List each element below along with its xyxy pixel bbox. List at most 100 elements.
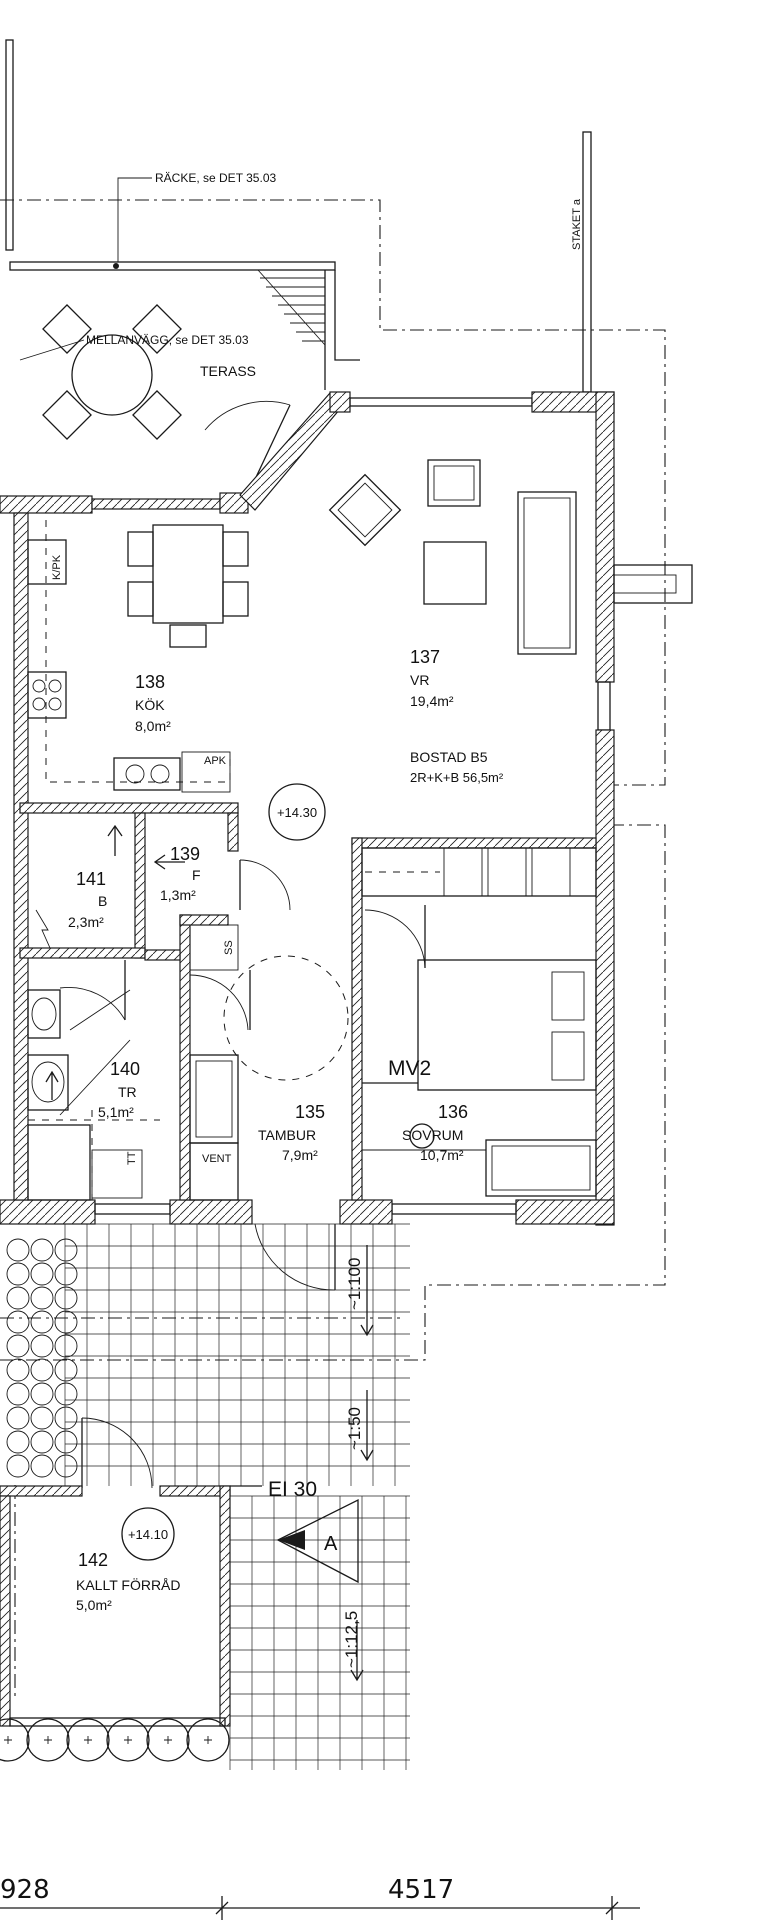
ground-cover-plant [30, 1382, 54, 1406]
ground-cover-plant [54, 1286, 78, 1310]
ei30-label: EI 30 [268, 1478, 317, 1501]
shrub-mark [164, 1736, 172, 1744]
bedroom-furniture [361, 847, 597, 1197]
bostad-desc: 2R+K+B 56,5m² [410, 770, 504, 785]
ground-cover-plant [54, 1310, 78, 1334]
ground-cover-plant [30, 1430, 54, 1454]
dimension-line [0, 1896, 640, 1920]
ground-cover-plant [6, 1406, 30, 1430]
room-138-number: 138 [135, 672, 165, 692]
annotations: RÄCKE, se DET 35.03 MELLANVÄGG, se DET 3… [0, 171, 583, 1905]
left-rail [5, 39, 14, 251]
ground-cover-plant [6, 1382, 30, 1406]
dining-table [127, 524, 249, 648]
ground-cover-plant [30, 1310, 54, 1334]
room-141-area: 2,3m² [68, 914, 104, 930]
shrub-mark [84, 1736, 92, 1744]
shrub [0, 1718, 30, 1762]
label-terass: TERASS [200, 363, 256, 379]
ground-cover-plant [30, 1454, 54, 1478]
ground-cover-plant [54, 1454, 78, 1478]
bostad-label: BOSTAD B5 [410, 749, 488, 765]
fixture-ss: SS [223, 940, 235, 955]
note-racke: RÄCKE, se DET 35.03 [155, 171, 276, 185]
section-mark-a: A [324, 1533, 338, 1555]
bathroom-fixtures [27, 989, 160, 1201]
room-135-name: TAMBUR [258, 1127, 316, 1143]
shrub [146, 1718, 190, 1762]
ground-cover-plant [54, 1406, 78, 1430]
room-137-name: VR [410, 672, 429, 688]
ground-cover-plant [30, 1334, 54, 1358]
room-135-area: 7,9m² [282, 1147, 318, 1163]
storage-room [0, 1485, 262, 1727]
room-140-number: 140 [110, 1059, 140, 1079]
ground-cover-plant [6, 1430, 30, 1454]
shrub [186, 1718, 230, 1762]
shrub-mark [124, 1736, 132, 1744]
fixture-vent: VENT [202, 1153, 232, 1165]
shrub-mark [44, 1736, 52, 1744]
terrace-steps [257, 269, 326, 346]
room-136-area: 10,7m² [420, 1147, 464, 1163]
fence-post [582, 131, 592, 393]
ground-cover-plant [6, 1238, 30, 1262]
ground-cover-plant [54, 1358, 78, 1382]
room-141-number: 141 [76, 869, 106, 889]
kitchen-counter [27, 520, 231, 793]
room-138-name: KÖK [135, 696, 165, 713]
ground-cover-plant [30, 1286, 54, 1310]
room-139-number: 139 [170, 844, 200, 864]
ground-cover-plant [30, 1406, 54, 1430]
room-136-name: SOVRUM [402, 1127, 463, 1143]
hall-closets [189, 924, 239, 1201]
slope-2: ~1:50 [345, 1407, 364, 1450]
slope-3: ~1:12,5 [342, 1611, 361, 1668]
shrub-mark [4, 1736, 12, 1744]
room-140-area: 5,1m² [98, 1104, 134, 1120]
fixture-apk: APK [204, 755, 227, 767]
shrub-mark [204, 1736, 212, 1744]
ground-cover-plant [6, 1286, 30, 1310]
ground-cover-plant [30, 1358, 54, 1382]
fixture-kpk: K/PK [51, 554, 63, 580]
ground-cover-plant [6, 1262, 30, 1286]
note-staket: STAKET a [571, 198, 583, 250]
slope-1: ~1:100 [345, 1258, 364, 1310]
outdoor-table [42, 304, 182, 440]
ground-cover-plant [6, 1454, 30, 1478]
ground-cover-plant [54, 1262, 78, 1286]
room-139-name: F [192, 867, 201, 883]
paving-grid [64, 1223, 410, 1770]
room-135-number: 135 [295, 1102, 325, 1122]
level-storage: +14.10 [128, 1527, 168, 1542]
room-142-area: 5,0m² [76, 1597, 112, 1613]
slope-arrows [350, 1245, 374, 1682]
dimension-right: 4517 [388, 1875, 454, 1905]
level-marks [121, 783, 326, 1561]
ground-cover-plant [54, 1382, 78, 1406]
dimension-left: 928 [0, 1875, 50, 1905]
room-140-name: TR [118, 1084, 137, 1100]
level-main: +14.30 [277, 805, 317, 820]
ground-cover-plant [54, 1430, 78, 1454]
ground-cover-plant [30, 1262, 54, 1286]
ground-cover-plant [6, 1310, 30, 1334]
terrace [9, 261, 360, 491]
property-lines [0, 199, 666, 1700]
ground-cover-plant [30, 1238, 54, 1262]
living-furniture [328, 459, 577, 655]
ground-cover-plant [6, 1358, 30, 1382]
shrub-row [0, 1718, 230, 1762]
fixture-tt: TT [126, 1151, 138, 1165]
room-142-name: KALLT FÖRRÅD [76, 1576, 181, 1593]
shrub [106, 1718, 150, 1762]
room-137-area: 19,4m² [410, 693, 454, 709]
doors [59, 859, 426, 1489]
right-projection [613, 564, 693, 604]
mv2-label: MV2 [388, 1057, 431, 1080]
shrub [66, 1718, 110, 1762]
ground-cover-plant [54, 1238, 78, 1262]
room-137-number: 137 [410, 647, 440, 667]
room-139-area: 1,3m² [160, 887, 196, 903]
